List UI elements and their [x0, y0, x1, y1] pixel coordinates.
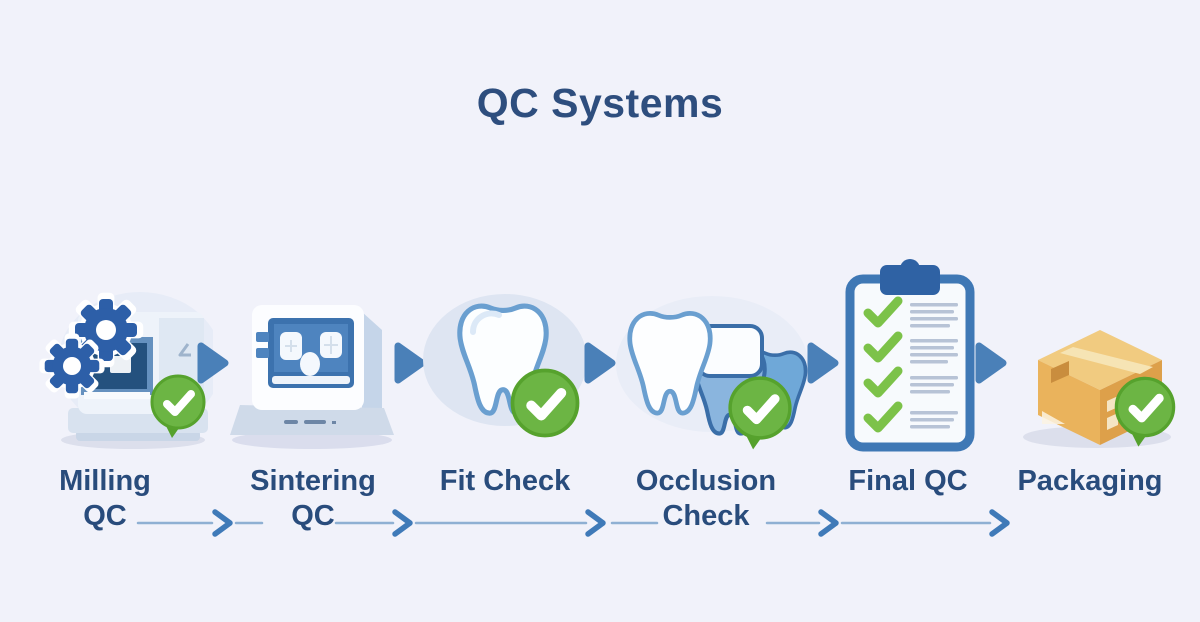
stage-label-sintering-qc: Sintering QC — [203, 464, 423, 534]
label-line: QC — [291, 500, 335, 532]
stage-label-fit-check: Fit Check — [395, 464, 615, 499]
flow-arrow-icon — [197, 342, 229, 384]
label-line: Occlusion — [635, 465, 777, 497]
flow-arrow-icon — [394, 342, 426, 384]
occluding-teeth-crown-icon — [616, 296, 808, 456]
flow-arrow-icon — [584, 342, 616, 384]
cardboard-box-icon — [1023, 330, 1185, 448]
stage-label-milling-qc: Milling QC — [0, 464, 215, 534]
milling-machine-gears-icon — [39, 292, 213, 449]
stage-label-occlusion-check: Occlusion Check — [596, 464, 816, 534]
label-line: QC — [83, 500, 127, 532]
connector-arrowhead-icon — [212, 509, 1010, 537]
checklist-clipboard-icon — [845, 259, 975, 452]
stage-label-final-qc: Final QC — [798, 464, 1018, 499]
label-line: Sintering — [250, 465, 376, 497]
label-line: Packaging — [1017, 465, 1163, 497]
page-title: QC Systems — [476, 80, 724, 126]
process-connector-arrows — [136, 509, 1010, 537]
stage-label-packaging: Packaging — [980, 464, 1200, 499]
sintering-furnace-icon — [230, 305, 394, 449]
label-line: Check — [662, 500, 750, 532]
label-line: Milling — [59, 465, 151, 497]
check-icon — [513, 371, 578, 436]
check-icon — [730, 378, 790, 449]
single-tooth-icon — [423, 294, 587, 453]
label-line: Final QC — [848, 465, 968, 497]
flow-arrow-icon — [807, 342, 839, 384]
flow-arrow-icon — [975, 342, 1007, 384]
check-icon — [863, 296, 903, 433]
label-line: Fit Check — [439, 465, 571, 497]
